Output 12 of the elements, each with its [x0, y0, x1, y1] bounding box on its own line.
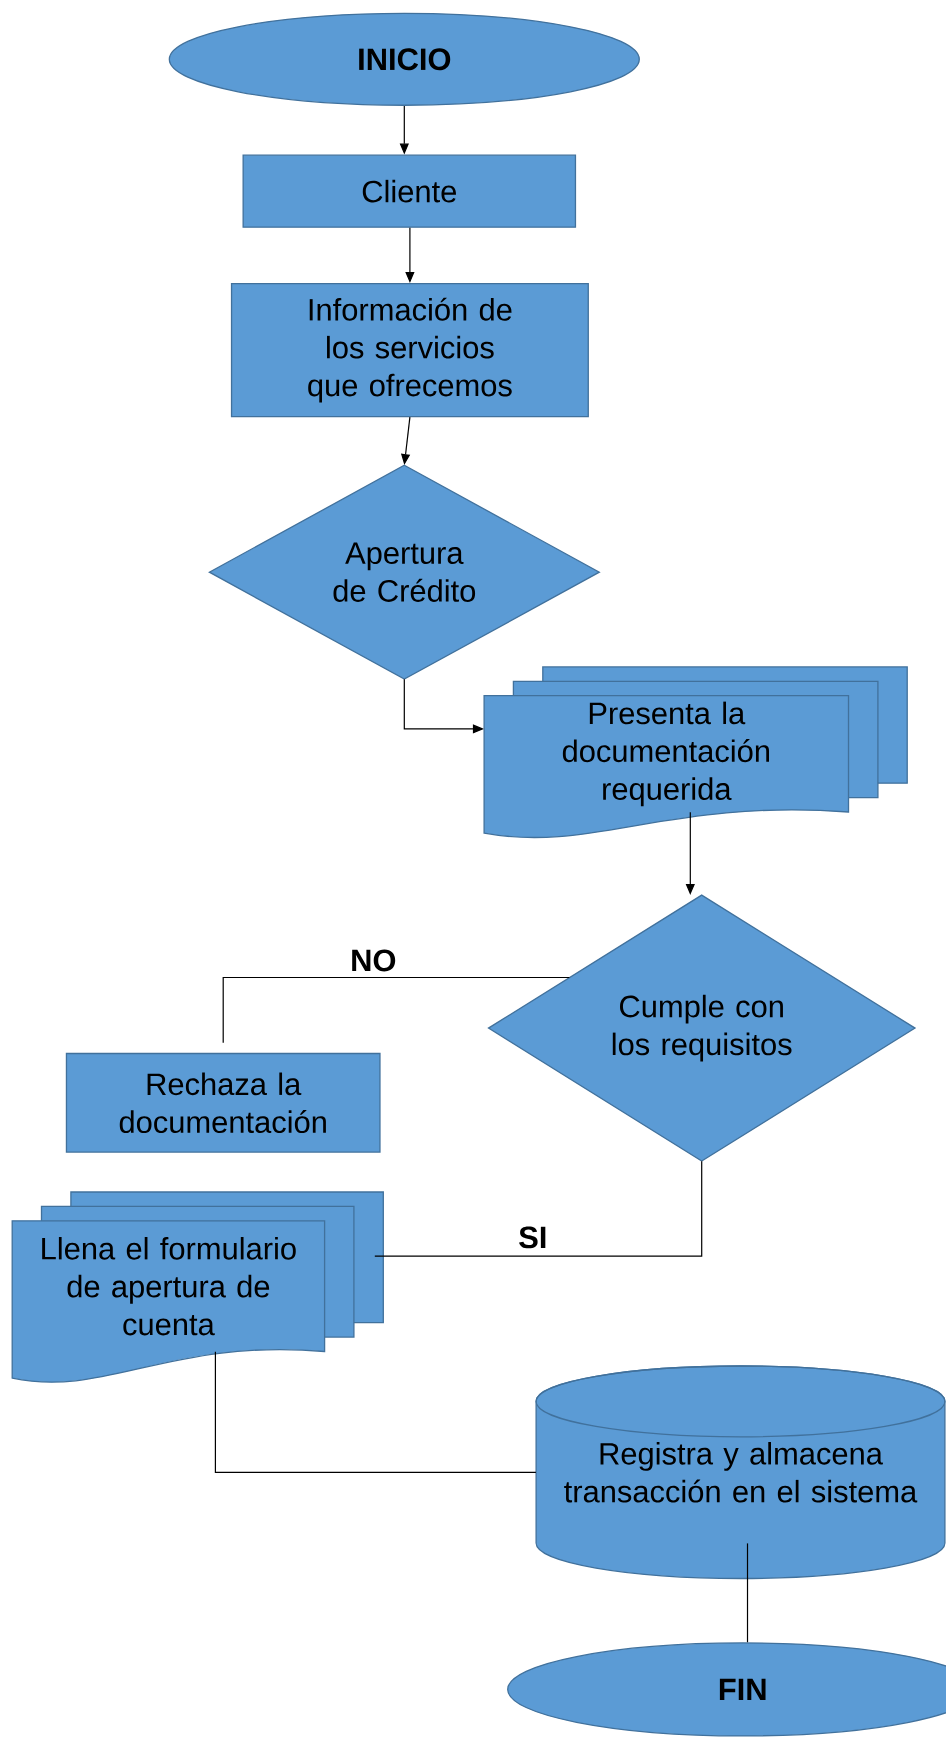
connector	[222, 976, 570, 1044]
database-cylinder: Registra y almacena transacción en el sistema	[535, 1365, 946, 1580]
process-box: Información de los servicios que ofrecemos	[230, 283, 589, 418]
process-box: Rechaza la documentación	[65, 1052, 381, 1153]
edge-label: SI	[517, 1225, 549, 1250]
document-stack: Llena el formulario de apertura de cuenta	[11, 1191, 384, 1383]
edge-label: NO	[349, 948, 398, 973]
process-box: Cliente	[242, 154, 577, 228]
connector	[374, 1160, 703, 1257]
connector	[214, 1351, 537, 1473]
document-stack: Presenta la documentación requerida	[483, 666, 908, 839]
connector	[746, 1542, 749, 1643]
